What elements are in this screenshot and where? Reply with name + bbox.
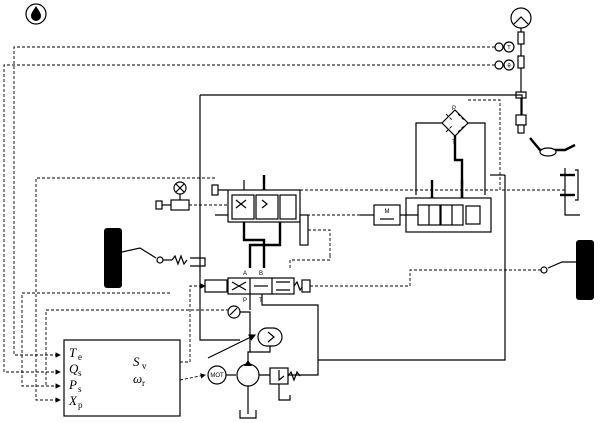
output-sub: v <box>142 361 147 371</box>
controller-input-xp: X p <box>68 393 83 410</box>
wheel-angle-sensor <box>155 181 230 211</box>
input-main: X <box>68 393 78 408</box>
angle-sensor: θ <box>494 59 515 71</box>
column-signal-lines <box>300 112 565 216</box>
controller-output-sv: S v <box>133 354 147 371</box>
pressure-gauge-icon <box>227 305 251 319</box>
rotary-valve-bridge: P T <box>415 99 501 198</box>
accumulator-icon <box>250 327 283 353</box>
controller-input-ps: P s <box>68 377 82 394</box>
upper-frame <box>199 94 523 361</box>
input-main: Q <box>69 361 79 376</box>
hydraulic-lines <box>242 175 282 268</box>
pump-icon: MOT <box>207 318 319 400</box>
bridge-port-p: P <box>452 106 456 112</box>
pinion-mechanism <box>529 137 580 216</box>
input-sub: s <box>78 384 82 394</box>
torque-sensor: T <box>494 41 515 53</box>
controller-output-wr: ω r <box>133 371 145 388</box>
controller-input-qs: Q s <box>69 361 82 378</box>
tire-icon <box>104 228 206 288</box>
oil-drop-icon <box>25 3 47 25</box>
input-sub: e <box>78 352 82 362</box>
port-a: A <box>243 271 247 277</box>
tire-icon <box>515 240 594 300</box>
relief-valve <box>269 367 301 401</box>
angle-sensor-label: θ <box>507 64 511 70</box>
tank-icon <box>239 400 257 419</box>
output-sub: r <box>142 378 145 388</box>
port-t: T <box>259 298 263 304</box>
port-p: P <box>243 298 247 304</box>
port-b: B <box>259 271 263 277</box>
small-motor-label: M <box>385 209 390 215</box>
controller-input-te: T e <box>69 345 82 362</box>
input-sub: s <box>78 368 82 378</box>
torque-sensor-label: T <box>507 46 511 52</box>
small-motor: M <box>360 204 401 226</box>
controller-output-lines <box>179 283 206 381</box>
proportional-valve: A B P T <box>204 255 515 360</box>
input-main: P <box>68 377 77 392</box>
output-main: ω <box>133 371 142 386</box>
input-main: T <box>69 345 77 360</box>
controller-box: T e Q s P s X p S v ω r <box>63 339 181 417</box>
steering-rack-valve <box>400 180 492 233</box>
input-sub: p <box>78 400 83 410</box>
upper-valve-block <box>211 184 331 255</box>
output-main: S <box>133 354 140 369</box>
sensor-signal-lines <box>3 46 495 403</box>
steering-wheel-icon <box>510 7 532 134</box>
motor-label: MOT <box>210 373 224 379</box>
